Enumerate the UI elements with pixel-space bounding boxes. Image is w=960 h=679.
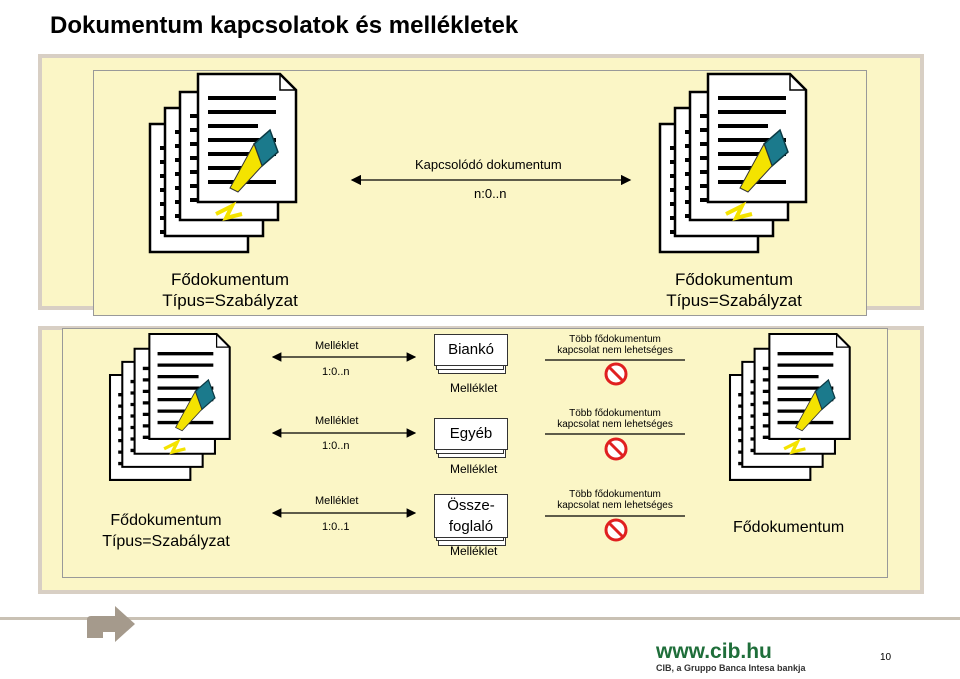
row3-relation-label: Melléklet	[315, 495, 359, 507]
prohibited-icon	[604, 362, 628, 386]
prohibited-icon	[604, 437, 628, 461]
document-stack-icon	[658, 72, 808, 254]
row2-cardinality: 1:0..n	[322, 440, 350, 452]
attachment-type-label: Össze- foglaló	[434, 494, 508, 538]
page-title: Dokumentum kapcsolatok és mellékletek	[50, 12, 519, 39]
document-stack-icon	[728, 332, 851, 481]
note-line: kapcsolat nem lehetséges	[557, 345, 673, 356]
doc-type: Típus=Szabályzat	[162, 291, 298, 310]
document-stack-icon	[108, 332, 231, 481]
footer-tagline: CIB, a Gruppo Banca Intesa bankja	[656, 663, 806, 673]
note-line: kapcsolat nem lehetséges	[557, 419, 673, 430]
doc-title: Fődokumentum	[110, 512, 222, 529]
prohibited-icon	[604, 518, 628, 542]
doc-type: Típus=Szabályzat	[102, 533, 230, 550]
document-stack-icon	[148, 72, 298, 254]
bottom-left-doc-label: Fődokumentum Típus=Szabályzat	[66, 510, 266, 552]
doc-type: Típus=Szabályzat	[666, 291, 802, 310]
label-line: Össze-	[447, 497, 495, 514]
doc-title: Fődokumentum	[674, 270, 794, 289]
bottom-right-doc-label: Fődokumentum	[733, 519, 845, 536]
attachment-type-label: Egyéb	[434, 418, 508, 450]
row1-note: Több fődokumentum kapcsolat nem lehetség…	[550, 334, 680, 356]
row2-relation-label: Melléklet	[315, 415, 359, 427]
note-line: Több fődokumentum	[569, 408, 661, 419]
doc-title: Fődokumentum	[170, 270, 290, 289]
note-line: Több fődokumentum	[569, 334, 661, 345]
top-left-doc-label: Fődokumentum Típus=Szabályzat	[130, 269, 330, 311]
top-right-doc-label: Fődokumentum Típus=Szabályzat	[634, 269, 834, 311]
row1-relation-label: Melléklet	[315, 340, 359, 352]
top-relation-cardinality: n:0..n	[474, 186, 507, 201]
page-number: 10	[880, 652, 892, 663]
footer-url[interactable]: www.cib.hu	[656, 640, 772, 663]
row3-note: Több fődokumentum kapcsolat nem lehetség…	[550, 489, 680, 511]
row3-cardinality: 1:0..1	[322, 521, 350, 533]
note-line: kapcsolat nem lehetséges	[557, 500, 673, 511]
row1-box-caption: Melléklet	[450, 381, 498, 395]
row1-cardinality: 1:0..n	[322, 366, 350, 378]
row2-note: Több fődokumentum kapcsolat nem lehetség…	[550, 408, 680, 430]
footer-divider	[0, 617, 960, 620]
next-arrow-icon[interactable]	[85, 598, 145, 648]
row2-box-caption: Melléklet	[450, 462, 498, 476]
row3-box-caption: Melléklet	[450, 544, 498, 558]
label-line: foglaló	[448, 518, 494, 535]
attachment-type-label: Biankó	[434, 334, 508, 366]
note-line: Több fődokumentum	[569, 489, 661, 500]
top-relation-label: Kapcsolódó dokumentum	[415, 157, 562, 172]
